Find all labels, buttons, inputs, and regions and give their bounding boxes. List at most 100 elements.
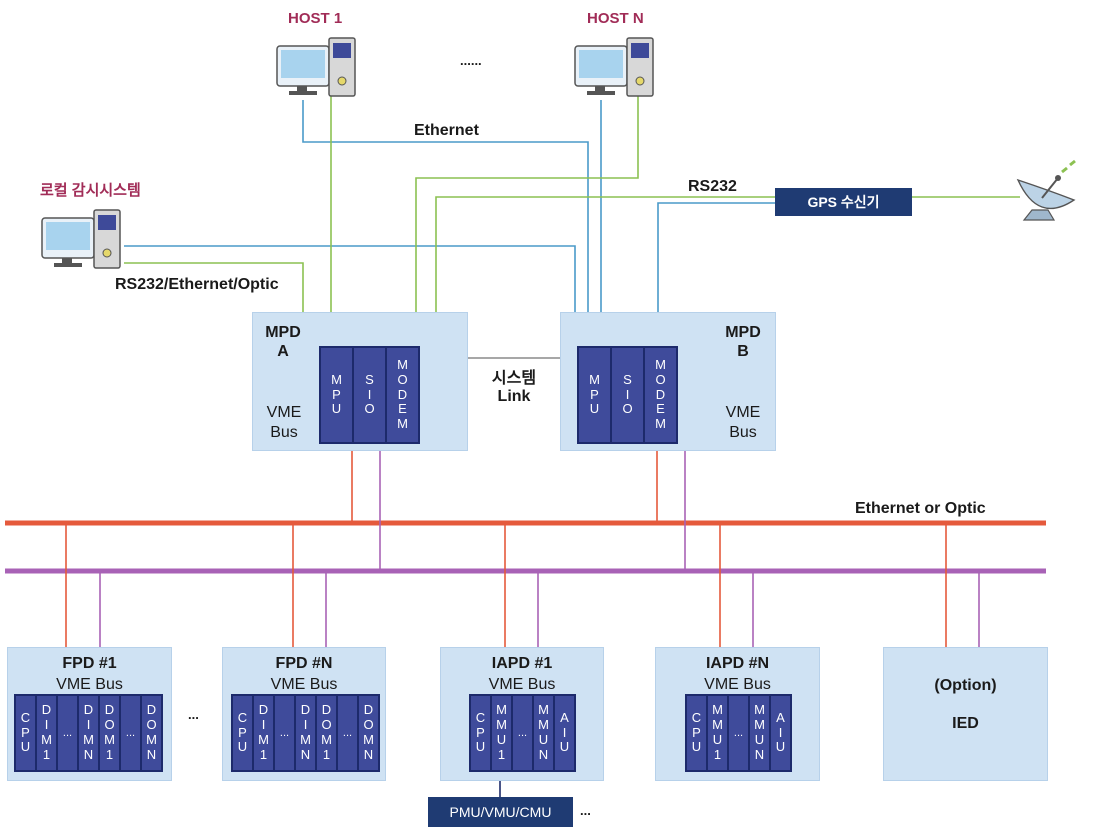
module-label-char: S <box>365 371 374 387</box>
module-ellipsis: ... <box>62 726 73 739</box>
hosts-ellipsis: ...... <box>460 53 482 68</box>
module-label-char: 1 <box>42 746 51 762</box>
module-label-char: P <box>238 724 247 740</box>
mpd-a-vme-line1: VME <box>266 404 302 421</box>
module-label-char: O <box>321 717 332 733</box>
module-label-char: M <box>397 416 408 432</box>
mpd-b-vme-line2: Bus <box>729 424 757 441</box>
hostN-rs232-line <box>415 96 639 312</box>
hostN-label: HOST N <box>587 10 644 27</box>
module-label-char: M <box>41 732 52 747</box>
module-label-char: N <box>83 746 94 762</box>
fpd1-title: FPD #1 <box>62 655 117 672</box>
module-label-char: C <box>475 709 486 725</box>
module-label-char: 1 <box>259 746 268 762</box>
mpd-b-title-line1: MPD <box>725 324 761 341</box>
computer-icon <box>276 37 356 97</box>
module-label-char: 1 <box>713 746 722 762</box>
mpd-a-vme-line2: Bus <box>270 424 298 441</box>
module-label-char: U <box>559 739 570 755</box>
local-ethernet-line <box>124 245 576 312</box>
module-slot: ... <box>119 696 140 770</box>
module-label-char: O <box>397 371 408 387</box>
module-label-char: D <box>321 702 332 718</box>
rs232-label: RS232 <box>688 178 737 195</box>
module-label-char: P <box>21 724 30 740</box>
module-label-char: I <box>303 717 308 733</box>
module-label-char: U <box>691 739 702 755</box>
module-label-char: U <box>496 732 507 747</box>
pmu-ellipsis: ... <box>580 803 591 818</box>
module-label-char: U <box>589 401 600 417</box>
module-slot: ... <box>273 696 294 770</box>
module-label-char: P <box>590 386 599 402</box>
module-ellipsis: ... <box>517 726 528 739</box>
module-ellipsis: ... <box>342 726 353 739</box>
gps-receiver: GPS 수신기 <box>775 188 912 216</box>
module-slot: ... <box>336 696 357 770</box>
module-label-char: O <box>363 717 374 733</box>
module-label-char: M <box>712 717 723 733</box>
module-label-char: O <box>364 401 375 417</box>
red-drops <box>65 449 947 647</box>
module-label-char: M <box>589 371 600 387</box>
bus-label: Ethernet or Optic <box>855 500 986 517</box>
module-label-char: N <box>300 746 311 762</box>
ied-label: IED <box>952 715 979 732</box>
module-label-char: D <box>83 702 94 718</box>
module-label-char: I <box>261 717 266 733</box>
module-label-char: N <box>363 746 374 762</box>
module-label-char: U <box>331 401 342 417</box>
module-label-char: M <box>712 702 723 718</box>
module-label-char: U <box>237 739 248 755</box>
module-ellipsis: ... <box>125 726 136 739</box>
local-monitor-label: 로컬 감시시스템 <box>40 182 141 199</box>
ethernet-label: Ethernet <box>414 122 479 139</box>
module-slot: ... <box>511 696 532 770</box>
module-label-char: M <box>321 732 332 747</box>
module-label-char: M <box>655 416 666 432</box>
module-label-char: U <box>775 739 786 755</box>
host1-label: HOST 1 <box>288 10 343 27</box>
module-label-char: D <box>258 702 269 718</box>
mpd-a-title: MPD A <box>261 323 305 361</box>
module-ellipsis: ... <box>733 726 744 739</box>
module-label-char: M <box>83 732 94 747</box>
module-label-char: P <box>692 724 701 740</box>
module-label-char: M <box>496 717 507 733</box>
computer-icon <box>41 209 121 269</box>
module-label-char: 1 <box>105 746 114 762</box>
local-rs232-line <box>124 262 304 312</box>
module-label-char: U <box>712 732 723 747</box>
fpdN-subtitle: VME Bus <box>270 676 338 693</box>
module-label-char: S <box>623 371 632 387</box>
module-label-char: E <box>656 401 665 417</box>
module-label-char: D <box>363 702 374 718</box>
mpd-a-title-line2: A <box>277 343 289 361</box>
system-link-label: 시스템 Link <box>490 370 538 407</box>
module-label-char: M <box>258 732 269 747</box>
mpd-b-title-line2: B <box>737 343 749 361</box>
module-label-char: M <box>754 717 765 733</box>
